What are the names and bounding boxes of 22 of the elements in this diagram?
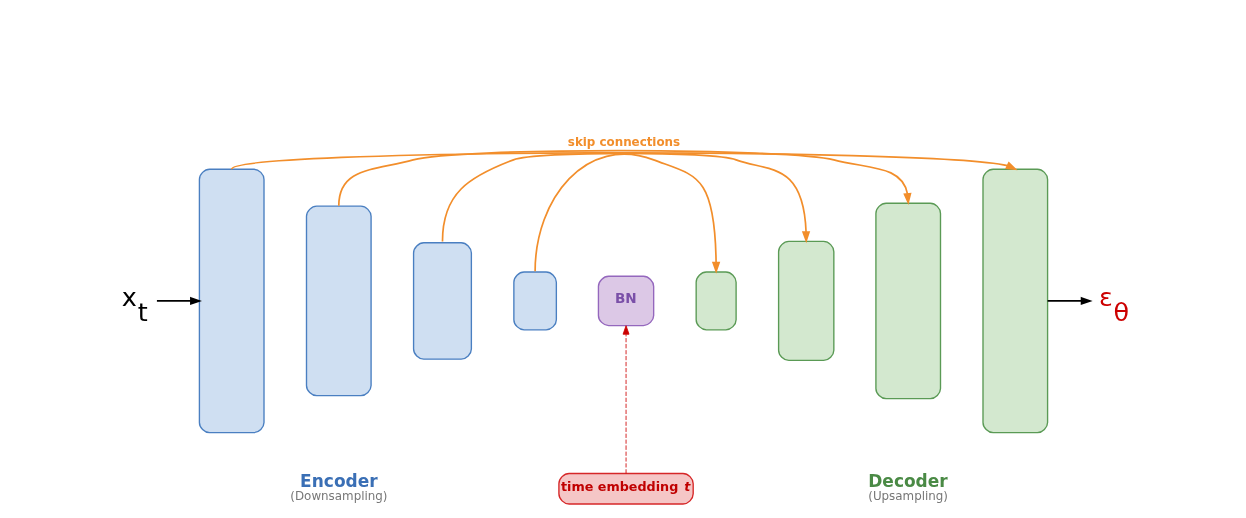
node-box	[305, 205, 372, 396]
node-box	[874, 202, 941, 399]
node-box: BN	[597, 275, 654, 326]
node-box	[695, 270, 737, 330]
label: (Downsampling)	[289, 488, 388, 503]
edge-label: skip connections	[567, 134, 680, 149]
node-box	[981, 168, 1048, 433]
node-box	[198, 168, 265, 433]
arrow	[441, 151, 810, 243]
node-box	[412, 241, 472, 360]
label: Encoder	[299, 470, 378, 491]
arrow	[622, 324, 629, 474]
node-box	[777, 240, 834, 361]
arrow	[337, 149, 912, 207]
label: Decoder	[867, 470, 948, 491]
arrow	[533, 152, 720, 274]
arrow	[1046, 296, 1093, 305]
node-box: time embedding t	[557, 472, 694, 505]
arrow	[155, 296, 202, 305]
label: (Upsampling)	[867, 488, 948, 503]
node-box	[512, 270, 557, 330]
arrow	[230, 151, 1018, 170]
